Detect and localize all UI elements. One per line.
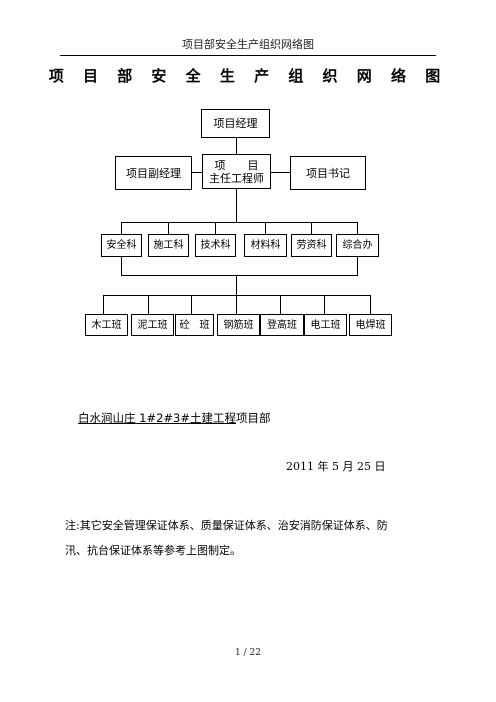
- drop-team-1: [103, 295, 104, 314]
- team-box: 木工班: [85, 314, 128, 336]
- header-rule: [60, 55, 436, 56]
- team-box: 电焊班: [349, 314, 392, 336]
- project-name-suffix: 项目部: [236, 411, 271, 425]
- drop-team-2: [148, 295, 149, 314]
- team-box: 钢筋班: [217, 314, 260, 336]
- connector-manager-down: [236, 138, 237, 154]
- department-box: 安全科: [101, 234, 142, 257]
- team-box: 登高班: [260, 314, 304, 336]
- team-box: 砼 班: [175, 314, 214, 336]
- drop-dept-3: [215, 222, 216, 234]
- drop-team-6: [324, 295, 325, 314]
- note: 注:其它安全管理保证体系、质量保证体系、治安消防保证体系、防汛、抗台保证体系等参…: [65, 519, 388, 557]
- rise-dept-left: [121, 257, 122, 275]
- chief-engineer-box: 项 目 主任工程师: [202, 154, 271, 189]
- department-bus-bottom: [121, 275, 358, 276]
- team-box: 泥工班: [131, 314, 174, 336]
- rise-dept-right: [357, 257, 358, 275]
- drop-dept-2: [168, 222, 169, 234]
- deputy-manager-box: 项目副经理: [115, 156, 192, 190]
- date: 2011 年 5 月 25 日: [286, 460, 386, 473]
- drop-dept-1: [121, 222, 122, 234]
- connector-deputy-engineer: [192, 172, 202, 173]
- drop-team-5: [280, 295, 281, 314]
- chief-engineer-line2: 主任工程师: [209, 171, 264, 185]
- drop-team-4: [236, 295, 237, 314]
- connector-engineer-secretary: [271, 172, 290, 173]
- drop-dept-5: [311, 222, 312, 234]
- department-box: 综合办: [336, 234, 379, 257]
- team-box: 电工班: [304, 314, 347, 336]
- department-box: 材料科: [244, 234, 287, 257]
- running-header: 项目部安全生产组织网络图: [182, 38, 314, 51]
- drop-dept-6: [357, 222, 358, 234]
- department-box: 劳资科: [291, 234, 332, 257]
- connector-to-teams: [236, 275, 237, 295]
- project-name-underlined: 白水涧山庄 1#2#3#土建工程: [78, 411, 237, 425]
- department-box: 技术科: [195, 234, 236, 257]
- drop-team-7: [370, 295, 371, 314]
- department-bus-top: [121, 222, 357, 223]
- drop-team-3: [191, 295, 192, 314]
- chief-engineer-line1: 项 目: [214, 158, 259, 172]
- page-title: 项 目 部 安 全 生 产 组 织 网 络 图: [48, 67, 448, 85]
- team-bus: [103, 295, 371, 296]
- manager-box: 项目经理: [201, 109, 270, 138]
- page-number: 1 / 22: [235, 648, 261, 658]
- drop-dept-4: [265, 222, 266, 234]
- project-name: 白水涧山庄 1#2#3#土建工程项目部: [78, 410, 271, 426]
- connector-engineer-down: [236, 189, 237, 222]
- secretary-box: 项目书记: [290, 156, 366, 190]
- department-box: 施工科: [148, 234, 189, 257]
